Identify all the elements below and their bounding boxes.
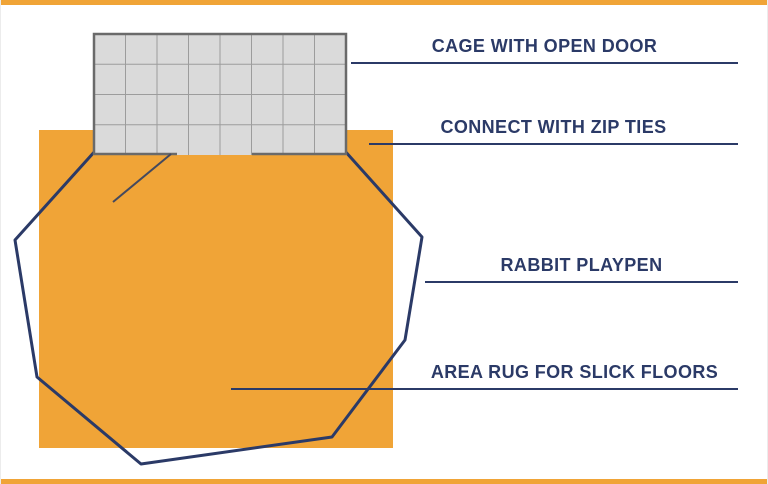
- cage-frame: [92, 32, 348, 155]
- label-rug: AREA RUG FOR SLICK FLOORS: [430, 362, 719, 382]
- leader-line-rug: [231, 388, 738, 390]
- bottom-accent-bar: [1, 479, 767, 484]
- label-cage: CAGE WITH OPEN DOOR: [431, 36, 658, 56]
- leader-line-playpen: [425, 281, 738, 283]
- leader-line-zip-ties: [369, 143, 738, 145]
- top-accent-bar: [1, 0, 767, 5]
- playpen-octagon-shape: [13, 148, 424, 466]
- cage-shape: [92, 32, 348, 203]
- area-rug-shape: [39, 130, 393, 448]
- label-playpen: RABBIT PLAYPEN: [500, 255, 663, 275]
- cage-open-door-line: [112, 153, 172, 203]
- label-zip-ties: CONNECT WITH ZIP TIES: [440, 117, 667, 137]
- cage-grid-lines: [94, 34, 346, 155]
- leader-line-cage: [351, 62, 738, 64]
